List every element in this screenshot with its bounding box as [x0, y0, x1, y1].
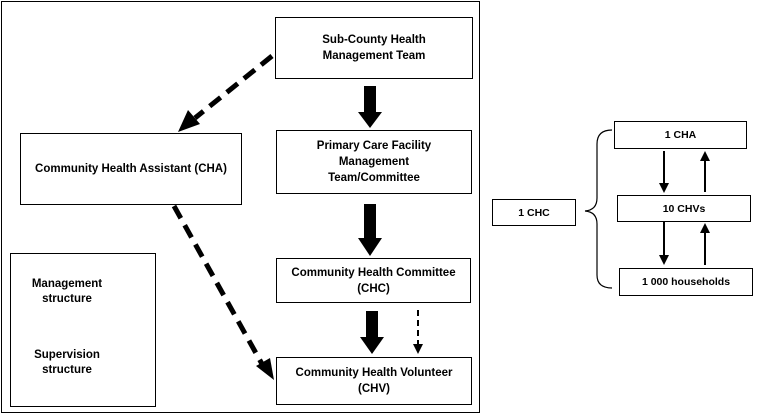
box-1-cha-label: 1 CHA: [664, 129, 697, 141]
arrow-households-up: [700, 223, 710, 265]
box-community-health-volunteer: Community Health Volunteer (CHV): [276, 357, 472, 405]
box-1-chc-label: 1 CHC: [518, 206, 550, 219]
box-1000-households: 1 000 households: [619, 268, 753, 296]
box-cha-label: Community Health Assistant (CHA): [35, 163, 227, 175]
legend-management-label: Management structure: [31, 278, 103, 305]
supervision-arrow-chc-to-chv: [413, 310, 423, 354]
legend-supervision-label: Supervision structure: [34, 349, 100, 376]
arrow-chvs-up: [700, 151, 710, 192]
box-sub-county-health-management-team: Sub-County Health Management Team: [275, 17, 473, 79]
box-community-health-assistant: Community Health Assistant (CHA): [20, 133, 242, 205]
arrow-chvs-down: [659, 222, 669, 265]
box-primary-care-label: Primary Care Facility Management Team/Co…: [316, 140, 432, 184]
legend-box: [10, 253, 156, 407]
box-10-chvs: 10 CHVs: [617, 195, 751, 222]
management-arrow-chc-to-chv: [360, 311, 384, 354]
box-primary-care-facility: Primary Care Facility Management Team/Co…: [276, 130, 472, 194]
supervision-arrow-cha-to-chv: [171, 204, 274, 380]
brace: [584, 129, 613, 289]
management-arrow-pcf-to-chc: [358, 204, 382, 256]
box-sub-county-label: Sub-County Health Management Team: [322, 34, 426, 62]
box-1-cha: 1 CHA: [614, 121, 747, 149]
box-community-health-committee: Community Health Committee (CHC): [276, 258, 471, 303]
box-1-chc: 1 CHC: [492, 199, 576, 226]
management-arrow-schmt-to-pcf: [358, 86, 382, 128]
supervision-arrow-schmt-to-cha: [178, 54, 274, 132]
box-chv-label: Community Health Volunteer (CHV): [295, 367, 453, 395]
box-chc-label: Community Health Committee (CHC): [291, 266, 456, 295]
arrow-cha-down: [659, 151, 669, 193]
box-10-chvs-label: 10 CHVs: [662, 202, 706, 215]
left-diagram-frame: [1, 1, 480, 413]
box-households-label: 1 000 households: [641, 276, 731, 288]
